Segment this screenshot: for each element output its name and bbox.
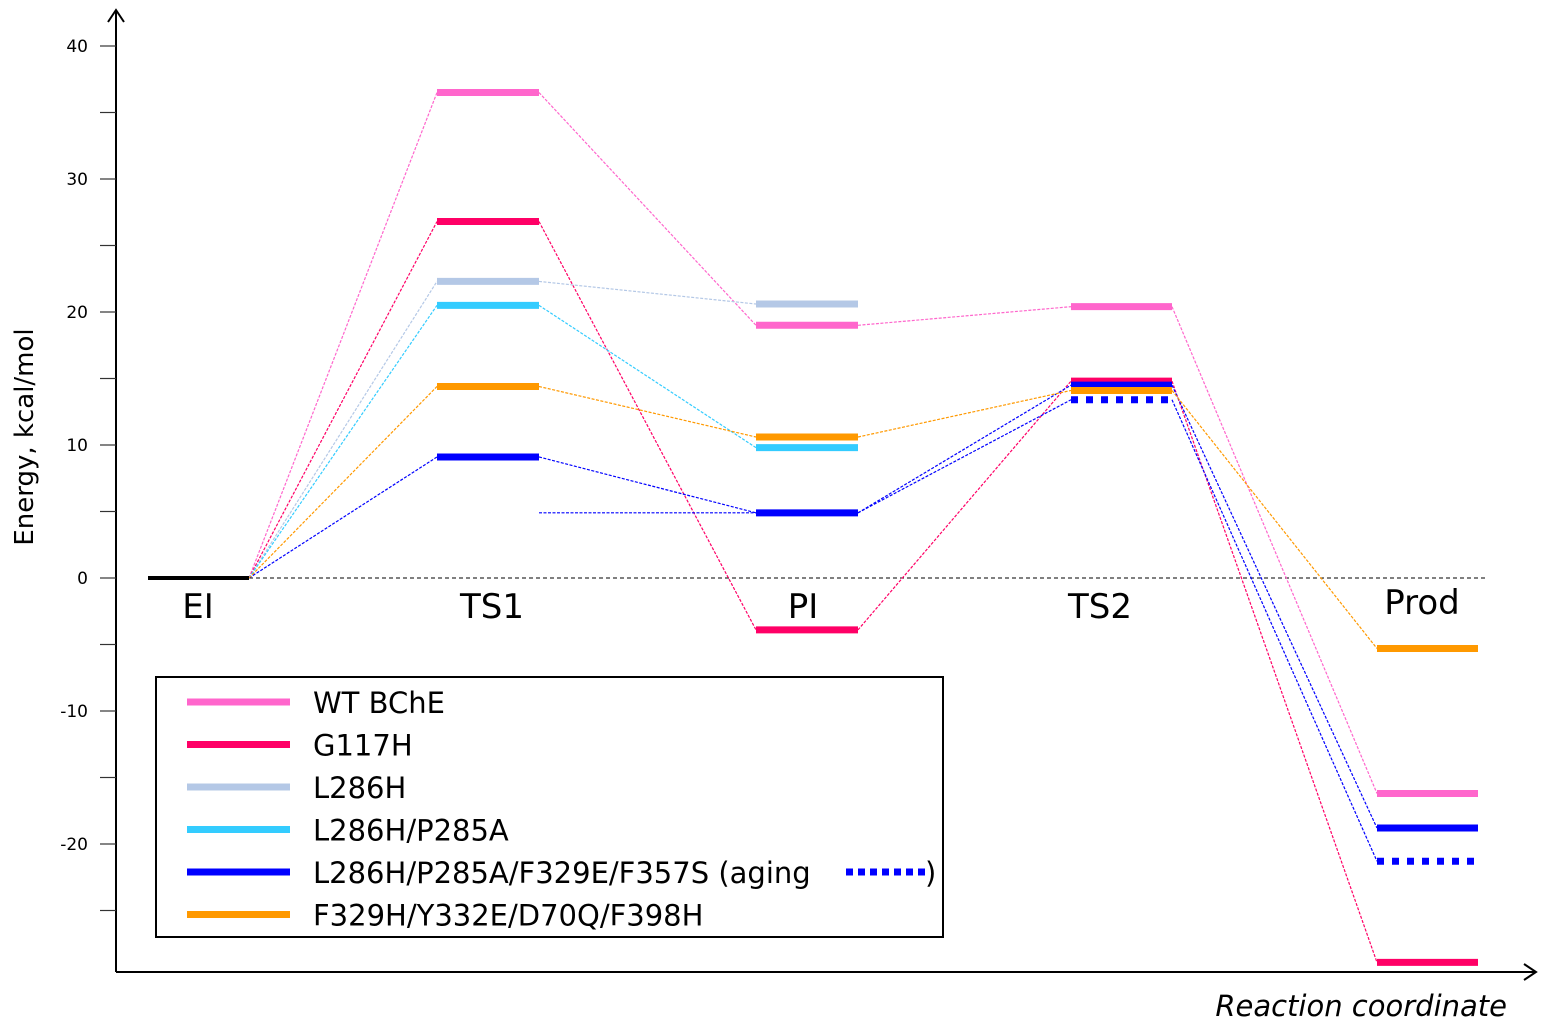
legend-box	[155, 676, 944, 938]
connector-line	[1171, 306, 1378, 794]
state-label-pi: PI	[788, 587, 819, 627]
y-tick-label: 40	[66, 37, 88, 57]
connector-line	[248, 221, 438, 579]
connector-line	[857, 380, 1072, 631]
y-axis-label: Energy, kcal/mol	[10, 328, 40, 545]
connector-line	[857, 306, 1072, 326]
state-label-ei: EI	[182, 587, 214, 627]
legend-label: L286H/P285A/F329E/F357S (aging	[313, 856, 811, 890]
connector-line	[538, 304, 757, 449]
connector-line	[248, 281, 438, 579]
state-label-prod: Prod	[1384, 583, 1460, 623]
y-tick-label: 10	[66, 436, 88, 456]
legend-label-suffix: )	[925, 856, 936, 890]
energy-levels	[148, 89, 1478, 966]
connector-line	[538, 456, 757, 514]
connector-line	[248, 386, 438, 579]
y-tick-label: 30	[66, 170, 88, 190]
connector-line	[248, 456, 438, 579]
connector-line	[1171, 390, 1378, 649]
state-label-ts1: TS1	[459, 587, 524, 627]
legend-label: L286H/P285A	[313, 814, 509, 848]
connector-line	[1171, 380, 1378, 963]
y-tick-label: -20	[60, 835, 88, 855]
connector-line	[857, 399, 1072, 514]
legend: WT BChE G117H L286H L286H/P285A L286H/P285A/…	[155, 676, 944, 938]
x-axis-label: Reaction coordinate	[1215, 989, 1507, 1023]
y-tick-label: -10	[60, 702, 88, 722]
legend-label: G117H	[313, 729, 413, 763]
connector-line	[538, 280, 757, 305]
connector-line	[857, 389, 1072, 438]
y-axis-arrow-icon	[107, 8, 125, 23]
y-tick-label: 20	[66, 303, 88, 323]
connector-line	[538, 385, 757, 438]
legend-label: L286H	[313, 771, 406, 805]
axes: 40 30 20 10 0 -10 -20	[60, 8, 1538, 981]
connector-line	[1171, 384, 1378, 829]
connector-line	[538, 221, 757, 631]
connector-line	[538, 92, 757, 326]
connector-line	[248, 305, 438, 579]
state-label-ts2: TS2	[1067, 587, 1132, 627]
connector-line	[1171, 399, 1378, 862]
connector-lines	[248, 92, 1378, 963]
legend-label: WT BChE	[313, 686, 445, 720]
connector-line	[857, 384, 1072, 514]
connector-line	[248, 92, 438, 579]
x-axis-arrow-icon	[1523, 963, 1538, 981]
y-tick-label: 0	[77, 569, 88, 589]
legend-label: F329H/Y332E/D70Q/F398H	[313, 899, 703, 933]
state-labels: EI TS1 PI TS2 Prod	[182, 583, 1460, 627]
